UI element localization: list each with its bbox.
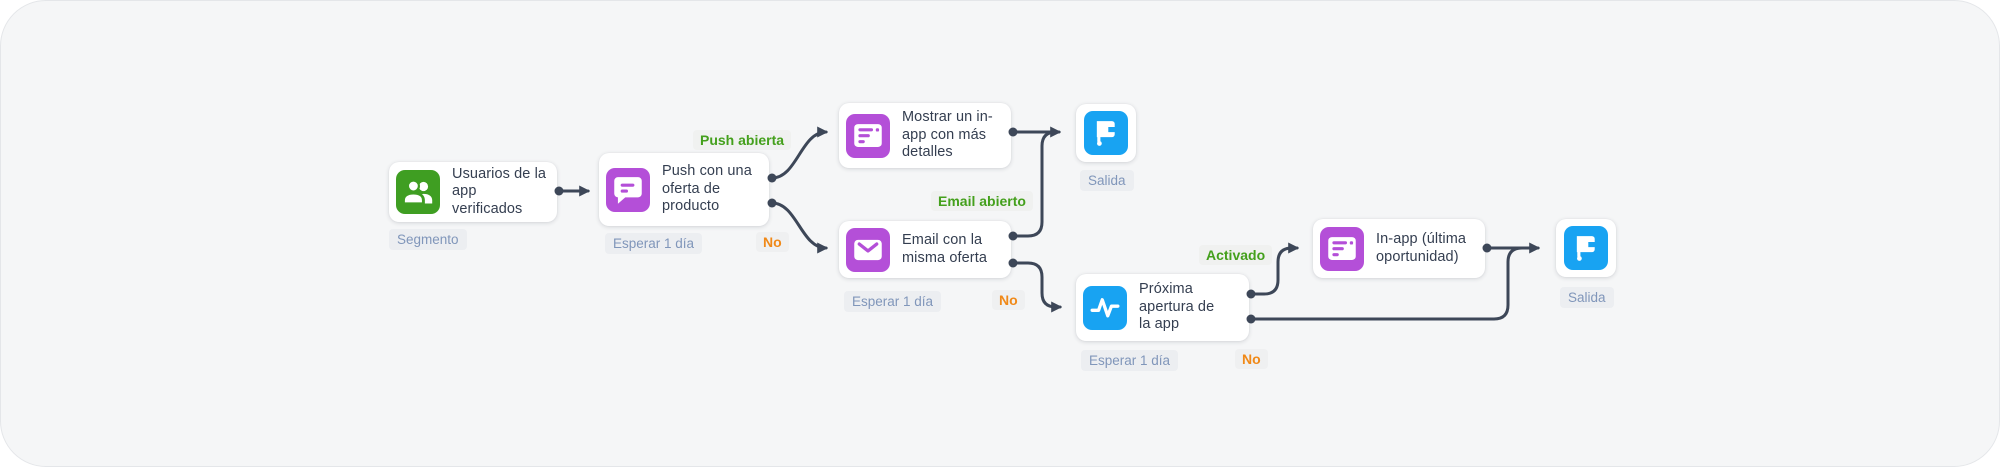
node-label: Mostrar un in- app con más detalles [902, 109, 993, 161]
wait-tag: Esperar 1 día [605, 233, 703, 254]
node-label: Próxima apertura de la app [1139, 281, 1215, 333]
pulse-trigger-icon [1083, 285, 1127, 330]
node-next-app-open[interactable]: Próxima apertura de la app [1076, 274, 1249, 341]
inapp-message-icon [846, 113, 890, 158]
flag-icon [1564, 226, 1608, 270]
branch-label-email-open: Email abierto [931, 191, 1033, 211]
inapp-message-icon [1320, 226, 1364, 271]
node-push[interactable]: Push con una oferta de producto [599, 153, 769, 226]
exit-tag: Salida [1560, 287, 1614, 308]
node-email[interactable]: Email con la misma oferta [839, 221, 1011, 278]
branch-label-nextopen-no: No [1235, 349, 1268, 369]
wait-tag: Esperar 1 día [844, 291, 942, 312]
node-label: In-app (última oportunidad) [1376, 231, 1467, 265]
segment-type-tag: Segmento [389, 229, 467, 250]
branch-label-activated: Activado [1199, 245, 1273, 265]
node-label: Usuarios de la app verificados [452, 165, 547, 217]
edge-email-open-merge [1011, 130, 1058, 238]
branch-label-push-open: Push abierta [693, 130, 792, 150]
node-inapp-last-chance[interactable]: In-app (última oportunidad) [1313, 219, 1485, 278]
branch-label-push-no: No [756, 232, 789, 252]
branch-label-email-no: No [992, 290, 1025, 310]
exit-tag: Salida [1080, 170, 1134, 191]
node-inapp-detail[interactable]: Mostrar un in- app con más detalles [839, 103, 1011, 168]
wait-tag: Esperar 1 día [1081, 350, 1179, 371]
email-icon [846, 227, 890, 272]
push-message-icon [606, 167, 650, 212]
node-segment[interactable]: Usuarios de la app verificados [389, 162, 557, 222]
flag-icon [1084, 111, 1128, 155]
node-exit-2[interactable] [1556, 219, 1616, 277]
node-label: Push con una oferta de producto [662, 163, 752, 215]
node-label: Email con la misma oferta [902, 232, 987, 266]
node-exit-1[interactable] [1076, 104, 1136, 162]
users-icon [396, 170, 440, 214]
